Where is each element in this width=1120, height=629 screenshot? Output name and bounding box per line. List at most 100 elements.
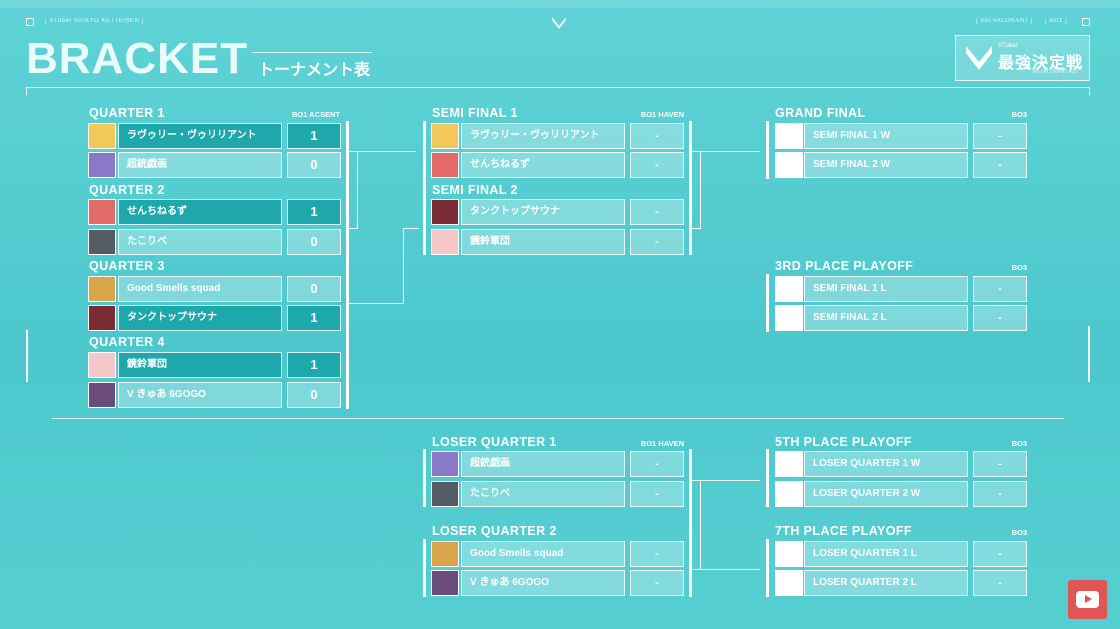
team-score: - [630,481,684,507]
logo-emblem-icon [966,46,992,70]
page-subtitle: トーナメント表 [258,62,371,79]
team-avatar-placeholder [775,570,803,596]
act-tag: [ Act1 ] [1045,18,1068,24]
section-divider [52,418,1064,419]
event-logo: VTuber 最強決定戦 Ver.VALORANT Act1 [955,35,1090,81]
team-avatar [88,382,116,408]
grand-final-label: GRAND FINAL [775,106,866,120]
quarter-format: BO1 ACSENT [291,110,340,119]
team-score: - [630,229,684,255]
seventh-place-label: 7TH PLACE PLAYOFF [775,524,912,538]
team-score: 0 [287,229,341,255]
frame-top-line [26,87,1090,88]
quarter-3-label: QUARTER 3 [89,259,165,273]
team-name: 鏡鈴軍団 [118,352,282,378]
team-score: - [973,541,1027,567]
team-avatar [431,481,459,507]
fifth-place-format: BO3 [1011,439,1027,448]
team-score: - [973,276,1027,302]
team-avatar [431,570,459,596]
semi-final-2-label: SEMI FINAL 2 [432,183,518,197]
connector-line [403,228,404,304]
team-avatar-placeholder [775,451,803,477]
connector-line [692,480,760,481]
team-name: ラヴゥリー・ヴゥリリアント [461,123,625,149]
frame-right-mark [1088,326,1090,382]
team-score: 1 [287,199,341,225]
team-score: 0 [287,152,341,178]
loser-quarter-1-bar [423,449,426,507]
team-name: たこりべ [461,481,625,507]
semis-left-bar [423,121,426,255]
team-avatar [88,199,116,225]
team-avatar [431,541,459,567]
team-score: - [973,123,1027,149]
team-score: - [973,152,1027,178]
version-tag: [ Ver.VALORANT ] [976,18,1033,24]
frame-corner-left [26,87,27,95]
team-name: 超銃戯画 [461,451,625,477]
team-score: 0 [287,276,341,302]
connector-line [349,303,404,304]
team-avatar [431,451,459,477]
logo-tiny: Ver.VALORANT Act1 [1032,69,1079,75]
team-name: LOSER QUARTER 1 W [804,451,968,477]
loser-quarter-format: BO1 HAVEN [640,439,684,448]
youtube-play-icon [1076,591,1099,608]
semi-format: BO1 HAVEN [640,110,684,119]
team-avatar [88,352,116,378]
page-title: BRACKET [26,34,249,83]
connector-line [700,480,701,569]
quarters-bracket-bar [346,121,349,409]
team-name: たこりべ [118,229,282,255]
team-name: LOSER QUARTER 1 L [804,541,968,567]
youtube-button[interactable] [1068,580,1107,619]
fifth-place-label: 5TH PLACE PLAYOFF [775,435,912,449]
team-name: LOSER QUARTER 2 W [804,481,968,507]
team-name: SEMI FINAL 1 W [804,123,968,149]
loser-quarters-right-bar [689,449,692,597]
team-name: Good Smells squad [118,276,282,302]
team-avatar-placeholder [775,123,803,149]
team-avatar [88,229,116,255]
team-score: 1 [287,123,341,149]
team-avatar-placeholder [775,305,803,331]
team-name: SEMI FINAL 1 L [804,276,968,302]
team-name: タンクトップサウナ [461,199,625,225]
grand-final-bar [766,121,769,179]
third-place-bar [766,274,769,332]
team-score: - [630,541,684,567]
connector-line [692,569,760,570]
connector-line [349,151,416,152]
quarter-1-label: QUARTER 1 [89,106,165,120]
connector-line [700,151,701,228]
team-score: 1 [287,305,341,331]
team-avatar-placeholder [775,276,803,302]
title-underline [252,52,372,53]
team-name: SEMI FINAL 2 L [804,305,968,331]
team-score: - [630,123,684,149]
team-score: - [973,451,1027,477]
valorant-emblem-icon [552,16,566,34]
grid-icon [1082,18,1090,26]
team-avatar-placeholder [775,152,803,178]
team-avatar [431,123,459,149]
team-score: - [630,570,684,596]
team-avatar-placeholder [775,541,803,567]
team-score: - [973,570,1027,596]
team-name: ラヴゥリー・ヴゥリリアント [118,123,282,149]
team-avatar [88,305,116,331]
connector-line [357,151,358,228]
team-name: 超銃戯画 [118,152,282,178]
connector-line [403,228,419,229]
connector-line [692,151,760,152]
frame-left-mark [26,330,28,382]
team-score: - [630,152,684,178]
logo-main: 最強決定戦 [998,55,1084,72]
team-avatar-placeholder [775,481,803,507]
team-avatar [431,152,459,178]
quarter-4-label: QUARTER 4 [89,335,165,349]
team-name: Good Smells squad [461,541,625,567]
team-avatar [88,152,116,178]
team-name: タンクトップサウナ [118,305,282,331]
